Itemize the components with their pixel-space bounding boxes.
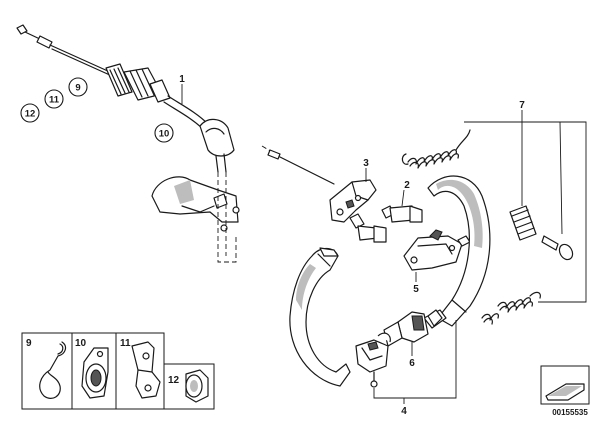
legend-box-12	[163, 363, 215, 410]
spring-lower	[481, 291, 541, 325]
handbrake-cable	[16, 24, 235, 173]
callout-10: 10	[159, 129, 170, 140]
legend-label-10: 10	[75, 338, 87, 349]
reference-panel: 00155535	[540, 365, 590, 417]
reference-number: 00155535	[552, 408, 588, 417]
legend-part-9-clip	[39, 341, 67, 399]
bolt-lower	[349, 213, 387, 243]
legend-label-11: 11	[120, 338, 131, 349]
wheel-cylinder	[383, 309, 443, 347]
reference-box	[540, 365, 590, 405]
callout-1: 1	[179, 74, 185, 85]
callout-6: 6	[409, 358, 415, 369]
legend-panel: 9 10 11 12	[21, 332, 215, 410]
legend-part-11-bracket	[131, 341, 161, 399]
bolt-upper	[381, 205, 423, 223]
legend-label-9: 9	[26, 338, 32, 349]
adjuster-plate	[403, 229, 471, 271]
legend-part-12-bush	[185, 369, 209, 403]
retainer-pin	[541, 235, 574, 261]
callout-4: 4	[401, 406, 407, 417]
leader-lines	[181, 84, 587, 404]
circled-callout-9: 9	[68, 77, 88, 97]
lever	[329, 179, 377, 223]
circled-callout-10: 10	[154, 123, 174, 143]
brake-shoe-left	[289, 247, 351, 387]
callout-3: 3	[363, 158, 369, 169]
spring-middle	[509, 205, 537, 241]
callout-11: 11	[49, 95, 60, 106]
wire-pin	[261, 145, 335, 185]
callout-5: 5	[413, 284, 419, 295]
circled-callout-11: 11	[44, 89, 64, 109]
legend-label-12: 12	[168, 375, 180, 386]
callout-9: 9	[75, 83, 80, 94]
retainer-clip	[355, 332, 391, 388]
dashed-link	[217, 172, 237, 263]
cable-bracket	[151, 176, 240, 232]
legend-part-10-clamp	[81, 347, 109, 399]
callout-2: 2	[404, 180, 410, 191]
callout-12: 12	[25, 109, 36, 120]
callout-7: 7	[519, 100, 525, 111]
spring-top	[401, 129, 471, 169]
circled-callout-12: 12	[20, 103, 40, 123]
